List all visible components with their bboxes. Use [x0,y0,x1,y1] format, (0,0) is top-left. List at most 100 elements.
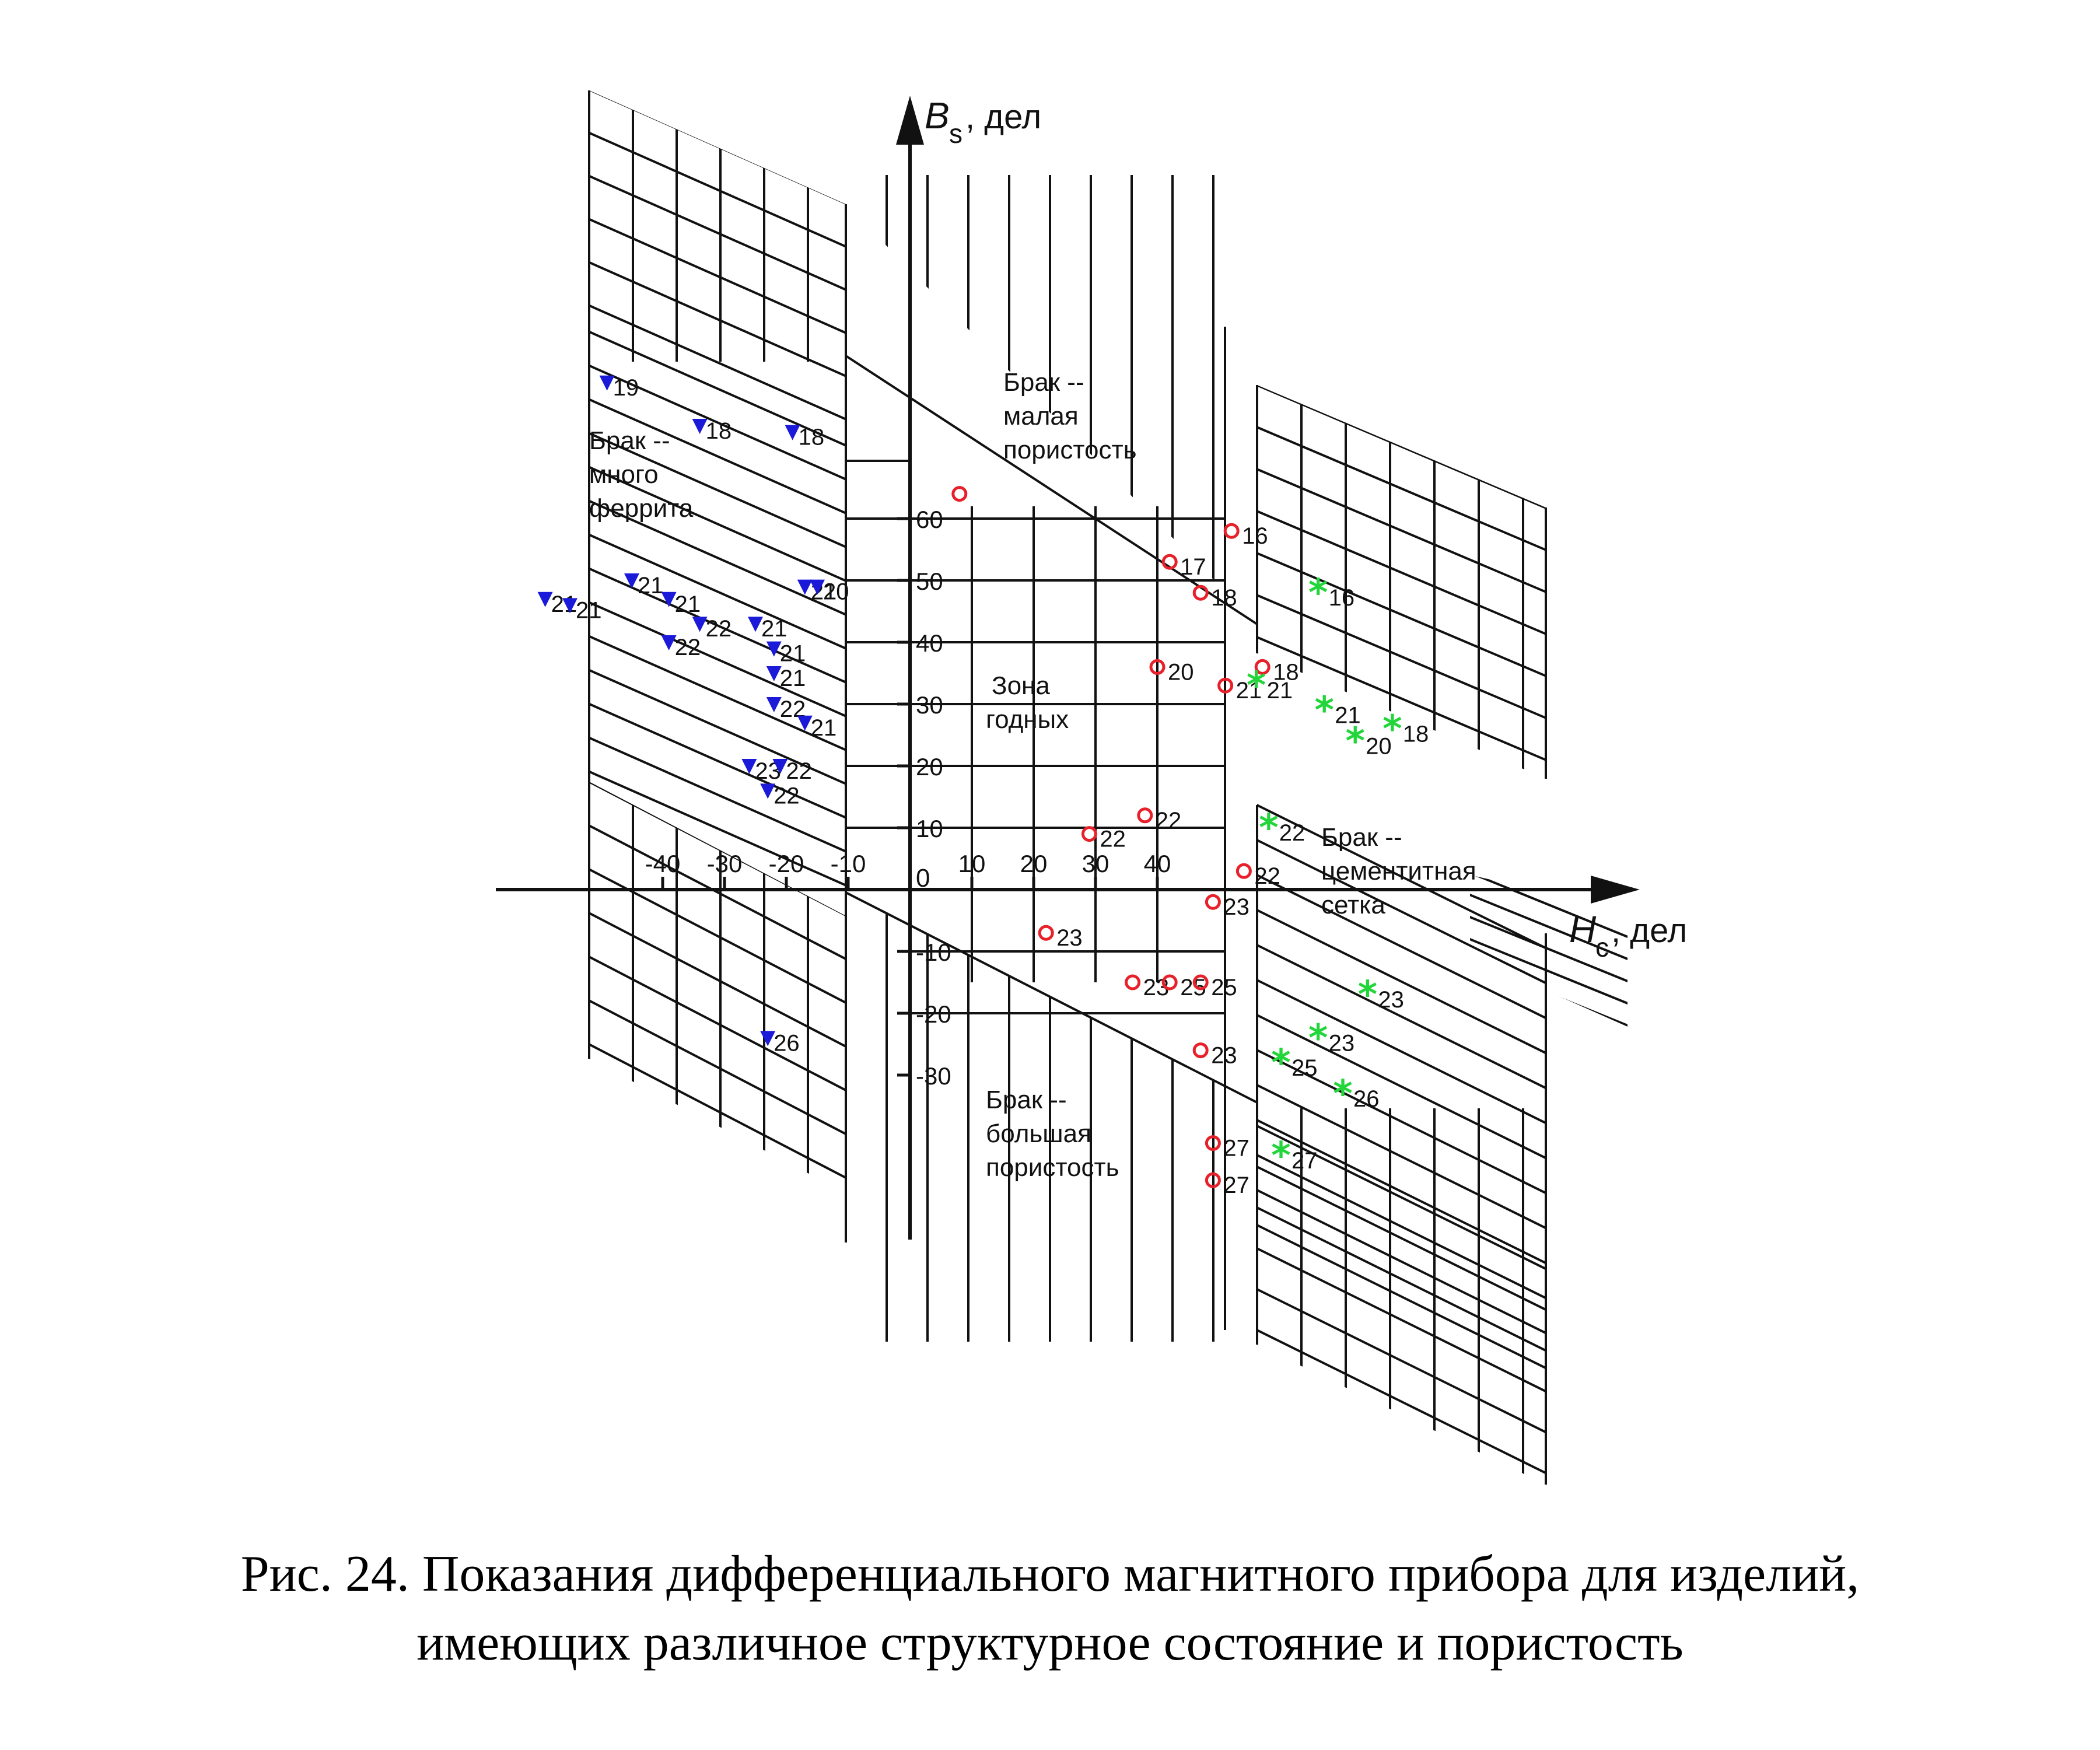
point-label: 20 [1168,659,1194,685]
triangle-marker [760,1031,776,1046]
point-label: 21 [780,641,806,667]
x-axis-unit: , дел [1611,912,1687,950]
grid-diagonal [589,835,846,1034]
star-marker: * [1271,1135,1290,1178]
hatch-line [589,674,846,845]
triangle-marker [624,573,639,589]
point-label: 23 [1329,1030,1355,1056]
grid-diagonal [1257,1313,1546,1485]
hatch-line [589,471,846,642]
zone-ferrite-line-1: Брак -- [589,426,670,455]
triangle-marker [692,419,708,434]
grid-diagonal [1257,538,1546,690]
point-label: 20 [1366,734,1392,760]
hatch-line [589,505,846,676]
cement-lower-panel [1257,788,1546,1485]
hatch-line [1470,933,1628,1007]
point-label: 18 [1273,659,1299,685]
hatch-line [589,404,846,574]
hatch-line [589,911,846,916]
y-tick-label: 50 [916,568,943,595]
point-label: 23 [1378,987,1404,1013]
y-tick-label: 30 [916,691,943,719]
x-axis-subscript: c [1595,932,1609,963]
point-label: 20 [823,579,849,605]
zone-label-high-porosity: Брак -- большая пористость [986,1086,1119,1182]
grid-diagonal [1257,1109,1546,1284]
point-label: 26 [1353,1086,1380,1112]
x-tick-label: -20 [769,850,804,877]
circle-marker [1205,894,1221,910]
triangle-marker [766,641,782,657]
point-label: 23 [1056,925,1083,951]
x-tick-label: -30 [707,850,743,877]
y-tick-label: 40 [916,629,943,657]
point-label: 27 [1223,1136,1250,1161]
hatch-line [1257,1103,1546,1279]
zone-cement-line-2: цементитная [1321,857,1476,886]
point-label: 21 [638,573,664,598]
star-marker: * [1382,708,1402,751]
point-label: 26 [774,1030,800,1056]
star-marker: * [1271,1042,1290,1085]
point-label: 21 [576,597,602,623]
triangle-marker [766,697,782,712]
point-label: 22 [774,783,800,808]
hatch-line [1470,911,1628,985]
origin-label: 0 [916,864,930,892]
zone-ferrite-line-3: феррита [589,494,694,523]
grid-diagonal [589,276,846,446]
y-axis-arrow [896,96,924,145]
point-label: 19 [613,375,639,401]
boundary-lower [845,891,1258,1104]
circle-marker [951,486,968,502]
grid-diagonal [589,146,846,317]
point-label: 16 [1329,585,1355,611]
circle-marker [1217,677,1234,694]
good-zone-grid [846,460,1225,1014]
point-label: 25 [1292,1055,1318,1081]
y-tick-label: 10 [916,815,943,842]
y-tick-label: -30 [916,1062,951,1090]
grid-diagonal [589,103,846,274]
grid-diagonal [1257,385,1546,522]
hatch-line [589,302,846,473]
zone-high-line-1: Брак -- [986,1086,1067,1114]
star-marker: * [1308,572,1328,615]
hatch-line [1257,1173,1546,1349]
point-label: 22 [1254,863,1280,889]
point-label: 21 [675,592,701,617]
circle-marker [1081,826,1097,842]
grid-diagonal [1257,580,1546,732]
y-tick-label: -20 [916,1000,951,1028]
point-label: 23 [1223,894,1250,920]
point-label: 21 [811,715,837,741]
x-tick-label: 10 [958,850,986,877]
hatch-line [589,640,846,811]
zone-high-line-3: пористость [986,1153,1119,1182]
point-label: 21 [1267,678,1293,704]
star-marker: * [1358,974,1377,1017]
grid-diagonal [1257,385,1546,480]
axes [496,96,1640,1240]
point-label: 25 [1211,975,1237,1000]
hatch-line [589,708,846,878]
hatch-line [589,336,846,506]
circle-marker [1192,584,1209,601]
grid-diagonal [589,782,846,816]
grid-diagonal [589,190,846,360]
point-label: 17 [1180,554,1206,580]
triangle-marker [797,579,813,595]
triangle-marker [562,598,578,614]
zone-good-line-2: годных [986,705,1069,734]
grid-diagonal [1257,1231,1546,1407]
grid-diagonal [1257,1272,1546,1448]
circle-marker [1038,925,1054,941]
triangle-marker [692,617,708,632]
zone-low-line-3: пористость [1003,436,1137,464]
zone-label-good: Зона годных [986,671,1069,734]
x-tick-label: -40 [645,850,681,877]
grid-diagonal [1257,385,1546,438]
